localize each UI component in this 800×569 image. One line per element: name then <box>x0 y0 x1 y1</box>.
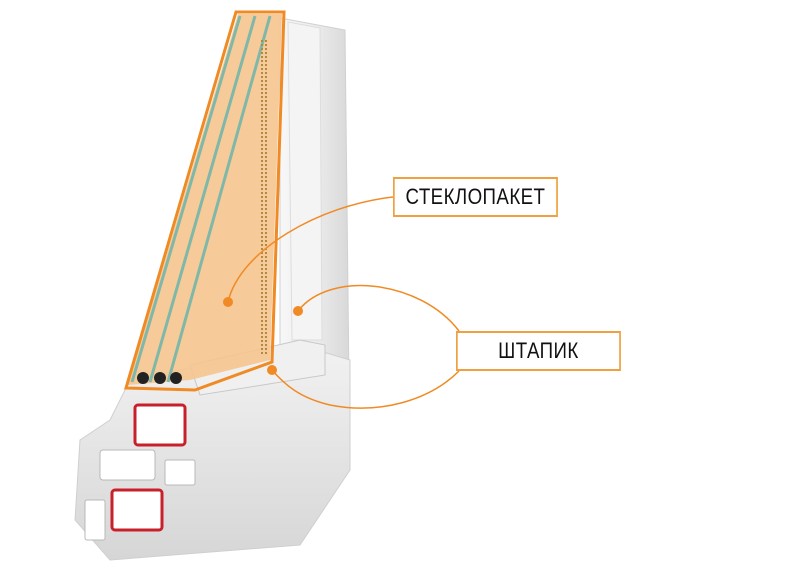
label-glass-unit-text: СТЕКЛОПАКЕТ <box>405 184 546 209</box>
glass-unit <box>128 14 282 385</box>
marker-dot-bead-upper <box>293 306 303 316</box>
label-glazing-bead: ШТАПИК <box>456 331 621 371</box>
frame-inner-vertical <box>287 21 323 341</box>
seals <box>137 372 182 384</box>
glass-panes <box>130 15 272 383</box>
profile-chambers <box>84 403 196 541</box>
spacer-dots <box>261 40 267 355</box>
leader-line-bead-upper <box>297 284 460 332</box>
marker-dot-glass-unit <box>223 297 233 307</box>
glass-unit-outline <box>124 10 286 392</box>
leader-line-bead-lower <box>271 369 460 409</box>
leader-line-glass-unit <box>227 196 394 303</box>
label-glass-unit: СТЕКЛОПАКЕТ <box>393 177 558 217</box>
marker-dot-bead-lower <box>267 365 277 375</box>
label-glazing-bead-text: ШТАПИК <box>498 338 579 363</box>
